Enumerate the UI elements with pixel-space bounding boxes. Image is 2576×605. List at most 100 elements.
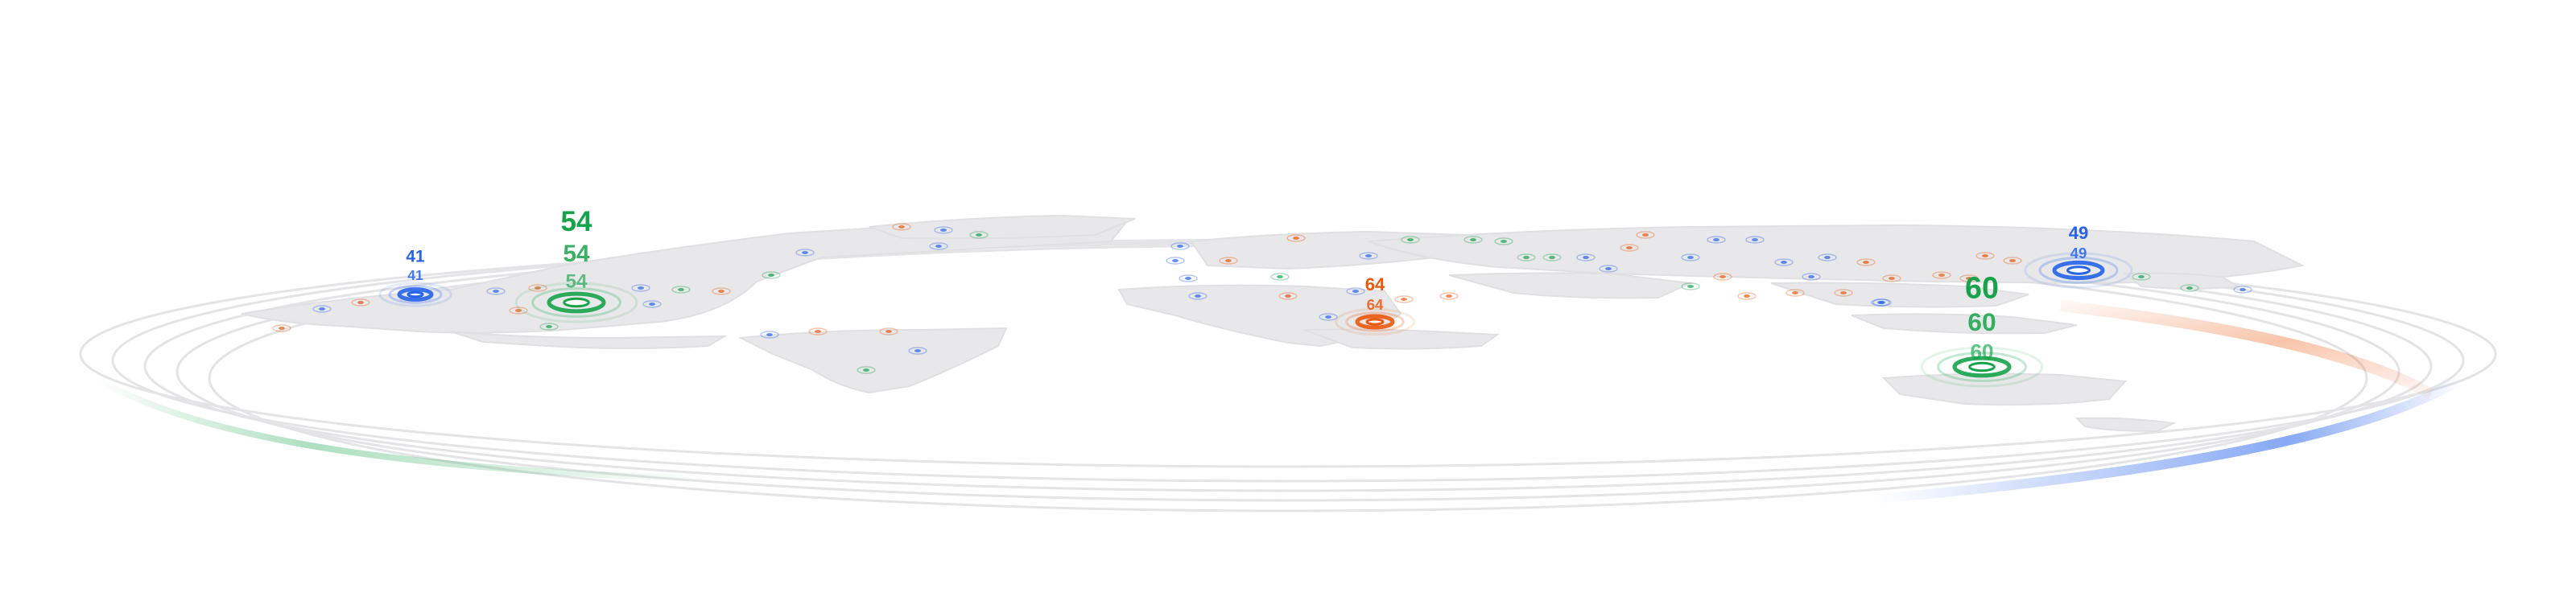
blue-dot-marker — [760, 331, 779, 339]
orange-dot-marker — [272, 324, 291, 332]
green-dot-marker — [1542, 253, 1562, 261]
blue-dot-marker — [1359, 252, 1378, 260]
blue-dot-marker — [1707, 236, 1726, 244]
orange-dot-marker — [1286, 234, 1306, 242]
green-dot-marker — [762, 271, 781, 279]
landmass-greenland — [869, 214, 1136, 240]
hotspot-value-label: 60 — [1965, 270, 1999, 304]
landmass-north-america-south — [450, 331, 728, 349]
green-dot-marker — [969, 231, 989, 239]
orange-dot-marker — [892, 223, 911, 231]
green-dot-marker — [539, 323, 559, 331]
orange-dot-marker — [1636, 231, 1655, 239]
blue-dot-marker — [1170, 242, 1190, 250]
orange-dot-marker — [1882, 274, 1901, 282]
green-dot-marker — [1494, 237, 1513, 245]
blue-dot-marker — [1802, 273, 1821, 281]
hotspot-value-echo: 54 — [565, 270, 588, 292]
blue-dot-marker — [1346, 287, 1365, 295]
hotspot-core — [1365, 318, 1385, 326]
blue-dot-marker — [1871, 298, 1890, 307]
orange-dot-marker — [1713, 273, 1732, 281]
blue-dot-marker — [934, 226, 953, 234]
orange-dot-marker — [2003, 257, 2022, 265]
green-dot-marker — [1463, 236, 1483, 244]
landmass-south-america — [737, 327, 1008, 394]
orange-dot-marker — [1834, 289, 1853, 297]
orange-dot-marker — [1620, 244, 1639, 252]
green-dot-marker — [1517, 253, 1536, 261]
hotspot-core — [1968, 361, 1996, 372]
pulse-ring — [1920, 346, 2044, 388]
pulse-ring — [514, 282, 638, 323]
hotspot-core — [2066, 265, 2091, 275]
pulse-ring — [531, 287, 621, 318]
blue-dot-marker — [908, 347, 927, 355]
orange-dot-marker — [1219, 257, 1238, 265]
pulse-ring — [1952, 356, 2012, 378]
blue-dot-marker — [1179, 274, 1198, 282]
landmass-asia-south — [1448, 272, 1694, 299]
orange-dot-marker — [712, 287, 731, 295]
orange-dot-marker — [1959, 274, 1979, 282]
pulse-ring — [2038, 257, 2119, 284]
blue-dot-marker — [631, 284, 650, 292]
orange-dot-marker — [1737, 292, 1757, 300]
blue-dot-marker — [1576, 253, 1596, 261]
orange-dot-marker — [1856, 258, 1876, 266]
orange-dot-marker — [509, 307, 528, 315]
pulse-ring — [1345, 311, 1405, 332]
blue-dot-marker — [929, 242, 948, 250]
landmass-southeast-asia — [1770, 282, 2029, 308]
hotspot-value-echo: 54 — [563, 241, 590, 267]
blue-dot-marker — [1319, 313, 1338, 321]
hotspot-value-echo: 64 — [1367, 296, 1384, 313]
landmass-africa-south — [1303, 328, 1500, 350]
orange-dot-marker — [879, 327, 898, 335]
hotspot-value-label: 54 — [560, 206, 592, 237]
orange-glow-arc — [2060, 300, 2434, 400]
orange-dot-marker — [808, 327, 828, 335]
hotspot-value-label: 64 — [1365, 274, 1385, 294]
landmass-australia — [1881, 372, 2128, 406]
pulse-ring — [547, 291, 606, 314]
hotspot-value-echo: 49 — [2070, 245, 2087, 261]
blue-dot-marker — [1188, 292, 1208, 300]
blue-dot-marker — [1774, 258, 1794, 266]
hotspot-green-northamerica[interactable]: 54 54 54 — [514, 206, 638, 323]
green-dot-marker — [857, 366, 876, 374]
pulse-ring — [1335, 308, 1415, 335]
pulse-ring — [2024, 252, 2133, 289]
orange-dot-marker — [1439, 292, 1459, 300]
pulse-ring — [2052, 260, 2105, 281]
pulse-ring — [1937, 352, 2027, 382]
pulse-ring — [388, 285, 443, 304]
green-dot-marker — [1681, 282, 1700, 290]
green-dot-marker — [2180, 284, 2199, 292]
blue-dot-marker — [486, 287, 506, 295]
blue-dot-marker — [1818, 253, 1837, 261]
green-dot-marker — [1270, 273, 1290, 281]
blue-dot-marker — [1681, 253, 1700, 261]
blue-dot-marker — [1166, 257, 1185, 265]
blue-dot-marker — [795, 249, 815, 257]
orange-dot-marker — [528, 284, 547, 292]
orange-dot-marker — [1932, 271, 1951, 279]
green-glow-arc — [94, 375, 709, 482]
orange-dot-marker — [1785, 289, 1805, 297]
blue-glow-arc — [1875, 373, 2467, 504]
hotspot-value-echo: 60 — [1970, 340, 1993, 364]
hotspot-core — [563, 297, 590, 308]
hotspot-core — [407, 290, 424, 298]
blue-dot-marker — [1745, 236, 1765, 244]
blue-dot-marker — [1599, 265, 1618, 273]
pulse-ring — [378, 282, 452, 307]
green-dot-marker — [671, 286, 691, 294]
blue-dot-marker — [642, 300, 662, 308]
